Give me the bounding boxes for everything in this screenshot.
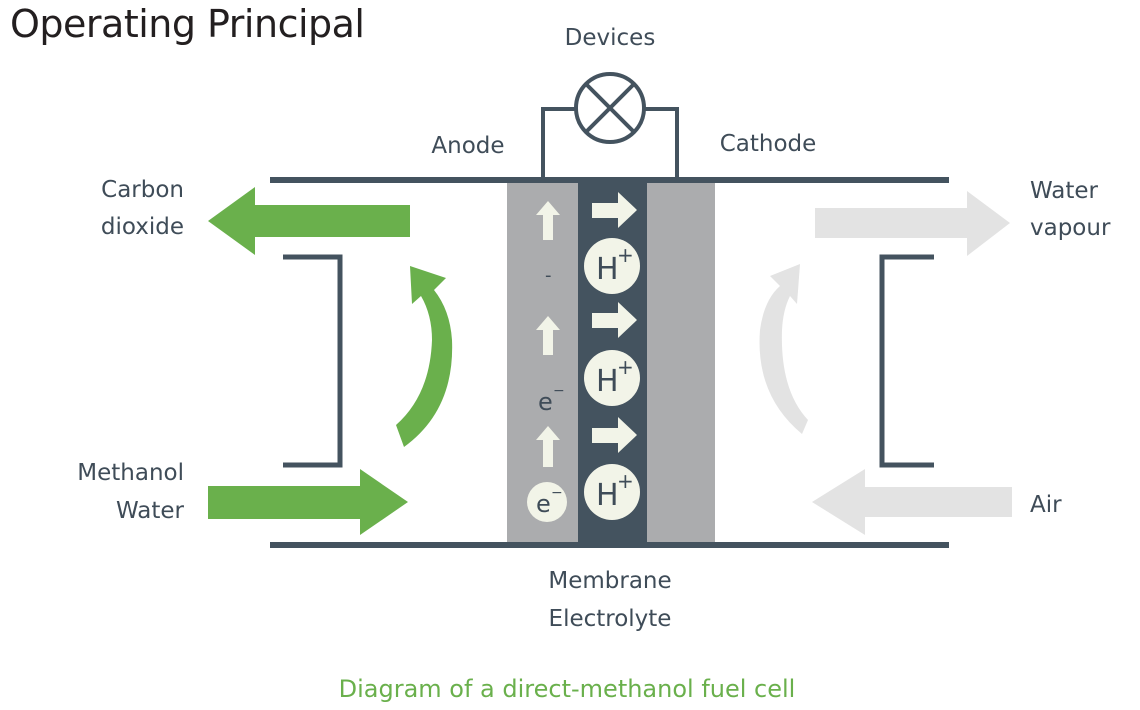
electrolyte-label: Electrolyte xyxy=(549,606,672,632)
carbon-dioxide-label-line2: dioxide xyxy=(101,214,184,240)
ion-text: H xyxy=(596,364,619,399)
electron-up-arrow xyxy=(536,201,560,240)
water-label: Water xyxy=(116,498,185,524)
proton-ion: H + xyxy=(584,464,640,520)
devices-label: Devices xyxy=(565,25,656,51)
bottom-plate xyxy=(270,542,949,548)
ion-text: + xyxy=(617,355,634,379)
ion-text: − xyxy=(551,485,563,501)
anode-bracket xyxy=(283,254,343,468)
device-circuit xyxy=(541,72,679,180)
page-title: Operating Principal xyxy=(10,2,365,46)
cathode-layer xyxy=(647,182,715,543)
proton-right-arrow xyxy=(592,417,637,453)
electron-up-arrow xyxy=(536,316,560,355)
proton-ion: H + xyxy=(584,238,640,294)
lamp-icon xyxy=(574,72,646,144)
water-vapour-label-line1: Water xyxy=(1030,178,1099,204)
cathode-label: Cathode xyxy=(720,131,817,157)
proton-right-arrow xyxy=(592,302,637,338)
cathode-curved-arrow xyxy=(759,264,808,434)
electron-ion: e − xyxy=(527,482,567,522)
ion-text: H xyxy=(596,478,619,513)
top-plate xyxy=(270,177,949,183)
proton-ion: H + xyxy=(584,350,640,406)
membrane-label: Membrane xyxy=(548,568,671,594)
ion-text: e xyxy=(536,490,551,518)
ion-text: H xyxy=(596,252,619,287)
circuit-wire-left xyxy=(541,107,575,180)
ion-text: − xyxy=(553,383,565,399)
anode-curved-arrow xyxy=(396,266,453,447)
ion-text: + xyxy=(617,469,634,493)
circuit-wire-right xyxy=(645,107,679,180)
electron-label: e − xyxy=(538,383,565,416)
ion-text: + xyxy=(617,243,634,267)
water-vapour-label-line2: vapour xyxy=(1030,215,1111,241)
air-arrow xyxy=(812,469,1012,535)
electron-minus: - xyxy=(545,265,552,286)
air-label: Air xyxy=(1030,492,1062,518)
proton-right-arrow xyxy=(592,192,637,228)
methanol-label: Methanol xyxy=(77,460,184,486)
electron-up-arrow xyxy=(536,426,560,467)
anode-label: Anode xyxy=(431,133,504,159)
cathode-bracket xyxy=(879,254,934,468)
ion-text: e xyxy=(538,388,553,416)
water-vapour-arrow xyxy=(815,191,1010,256)
carbon-dioxide-arrow xyxy=(208,187,410,255)
diagram-caption: Diagram of a direct-methanol fuel cell xyxy=(339,675,796,703)
carbon-dioxide-label-line1: Carbon xyxy=(101,177,184,203)
methanol-water-arrow xyxy=(208,469,408,535)
